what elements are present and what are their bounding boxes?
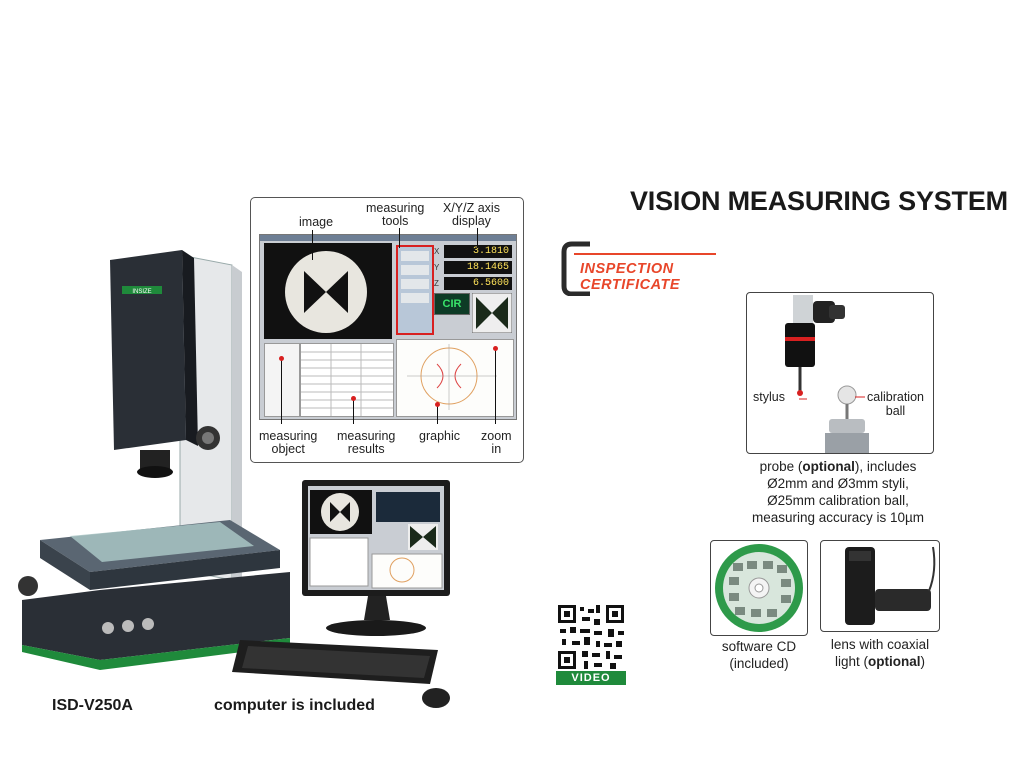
leader-line bbox=[437, 404, 438, 424]
computer-included-label: computer is included bbox=[214, 697, 375, 714]
certificate-line-1: INSPECTION bbox=[580, 261, 674, 277]
camera-image bbox=[264, 243, 392, 339]
software-cd-photo bbox=[710, 540, 808, 636]
probe-caption: probe (optional), includes Ø2mm and Ø3mm… bbox=[751, 459, 925, 525]
inspection-certificate-badge: INSPECTION CERTIFICATE bbox=[560, 240, 720, 296]
callout-zoom-in: zoom in bbox=[481, 429, 512, 456]
calibration-ball-label: calibration ball bbox=[867, 390, 924, 418]
coaxial-lens-photo bbox=[820, 540, 940, 632]
readout-x: 3.1810 bbox=[444, 245, 512, 258]
axis-readouts: X 3.1810 Y 18.1465 Z 6.5600 bbox=[434, 245, 512, 290]
graphic-view bbox=[396, 339, 514, 417]
leader-line bbox=[353, 398, 354, 424]
vision-measuring-machine: INSIZE bbox=[10, 250, 300, 690]
cir-badge: CIR bbox=[434, 293, 470, 315]
axis-letter: Z bbox=[434, 279, 439, 288]
brand-plate bbox=[122, 286, 162, 294]
certificate-line-2: CERTIFICATE bbox=[580, 277, 681, 293]
readout-y: 18.1465 bbox=[444, 261, 512, 274]
measuring-object-list bbox=[264, 343, 300, 417]
software-screenshot-panel: image measuring tools X/Y/Z axis display bbox=[250, 197, 524, 463]
lens-caption: lens with coaxial light (optional) bbox=[830, 637, 930, 669]
callout-graphic: graphic bbox=[419, 429, 460, 443]
marker-dot bbox=[493, 346, 498, 351]
marker-dot bbox=[351, 396, 356, 401]
leader-line bbox=[495, 348, 496, 424]
qr-code-icon bbox=[556, 603, 626, 671]
axis-letter: X bbox=[434, 247, 440, 256]
brand-text: INSIZE bbox=[132, 289, 151, 295]
callout-axis-display: X/Y/Z axis display bbox=[443, 201, 500, 228]
measuring-results-table bbox=[300, 343, 394, 417]
callout-measuring-results: measuring results bbox=[337, 429, 396, 456]
computer-set bbox=[230, 478, 465, 718]
readout-z: 6.5600 bbox=[444, 277, 512, 290]
callout-measuring-object: measuring object bbox=[259, 429, 318, 456]
callout-measuring-tools: measuring tools bbox=[366, 201, 425, 228]
leader-line bbox=[281, 358, 282, 424]
axis-letter: Y bbox=[434, 263, 440, 272]
page-title: VISION MEASURING SYSTEM bbox=[630, 186, 1008, 216]
leader-line bbox=[399, 228, 400, 248]
model-label: ISD-V250A bbox=[52, 697, 133, 714]
software-cd-caption: software CD (included) bbox=[721, 639, 797, 671]
measuring-tools-panel bbox=[396, 245, 434, 335]
callout-image: image bbox=[299, 215, 334, 229]
marker-dot bbox=[435, 402, 440, 407]
qr-code[interactable]: VIDEO bbox=[556, 603, 626, 685]
zoom-view bbox=[471, 292, 513, 334]
video-label: VIDEO bbox=[556, 671, 626, 685]
certificate-bracket-icon bbox=[561, 241, 716, 296]
leader-line bbox=[312, 230, 313, 260]
leader-line bbox=[477, 228, 478, 248]
software-window: X 3.1810 Y 18.1465 Z 6.5600 CIR bbox=[259, 234, 517, 420]
probe-photo: stylus calibration ball bbox=[746, 292, 934, 454]
marker-dot bbox=[279, 356, 284, 361]
stylus-label: stylus bbox=[753, 390, 785, 404]
